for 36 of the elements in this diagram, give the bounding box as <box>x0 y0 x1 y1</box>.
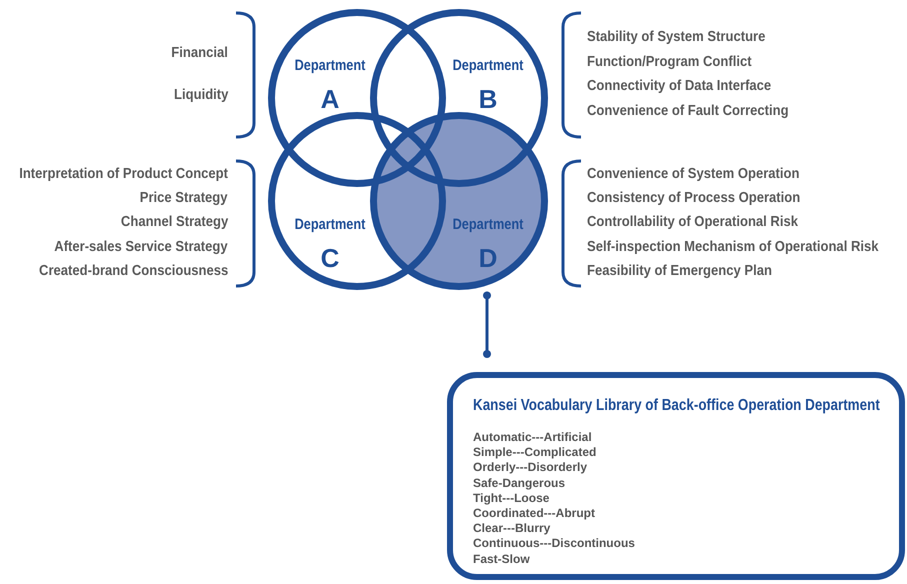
word-pair: Continuous---Discontinuous <box>473 537 635 550</box>
attribute-label: Convenience of Fault Correcting <box>587 104 789 118</box>
attribute-label: Self-inspection Mechanism of Operational Risk <box>587 240 879 254</box>
connector-line <box>483 291 491 358</box>
attribute-label: Controllability of Operational Risk <box>587 215 798 230</box>
word-pair: Safe-Dangerous <box>473 476 566 489</box>
attribute-label: Channel Strategy <box>120 215 228 230</box>
attribute-label: Consistency of Process Operation <box>587 191 800 206</box>
attribute-label: Stability of System Structure <box>587 30 766 44</box>
department-label: Department <box>452 217 524 232</box>
panel-title: Kansei Vocabulary Library of Back-office Operation Department <box>473 398 880 414</box>
attribute-label: Connectivity of Data Interface <box>587 79 772 94</box>
attribute-label: Feasibility of Emergency Plan <box>587 264 772 278</box>
word-pair: Automatic---Artificial <box>473 431 592 443</box>
attribute-label: Convenience of System Operation <box>587 167 800 182</box>
word-pair: Clear---Blurry <box>473 522 550 534</box>
attribute-label: After-sales Service Strategy <box>54 240 228 254</box>
department-letter: B <box>478 86 498 112</box>
department-label: Department <box>452 58 524 73</box>
word-pair: Orderly---Disorderly <box>473 461 588 474</box>
vocabulary-panel <box>447 372 905 580</box>
word-pair: Coordinated---Abrupt <box>473 507 595 519</box>
word-pair: Fast-Slow <box>473 552 530 565</box>
department-letter: D <box>478 245 498 271</box>
attribute-label: Interpretation of Product Concept <box>19 167 228 182</box>
word-pair: Tight---Loose <box>473 492 550 504</box>
attribute-label: Price Strategy <box>140 191 228 206</box>
department-letter: A <box>320 86 340 112</box>
word-pair: Simple---Complicated <box>473 446 596 458</box>
department-letter: C <box>320 245 340 271</box>
attribute-label: Function/Program Conflict <box>587 54 752 69</box>
attribute-label: Created-brand Consciousness <box>38 264 228 278</box>
department-label: Department <box>294 217 366 232</box>
attribute-label: Liquidity <box>174 88 228 102</box>
attribute-label: Financial <box>171 46 228 60</box>
department-label: Department <box>294 58 366 73</box>
